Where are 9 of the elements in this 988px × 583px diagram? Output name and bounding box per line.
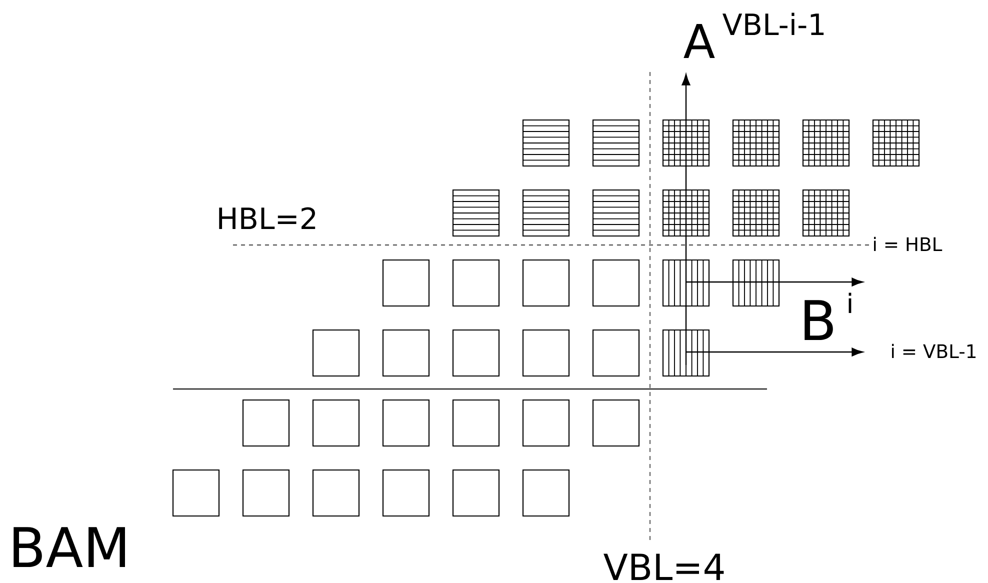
boundary-label: i = VBL-1 [892, 344, 976, 358]
boundary-label: VBL=4 [604, 554, 724, 580]
boundary-label: HBL=2 [219, 207, 316, 229]
axis-label: B [804, 300, 833, 340]
exponent-label: i [848, 292, 852, 313]
boundary-label: i = HBL [874, 236, 942, 251]
axis-label: A [684, 24, 715, 58]
exponent-label: VBL-i-1 [722, 12, 824, 35]
title-label: BAM [14, 527, 125, 567]
